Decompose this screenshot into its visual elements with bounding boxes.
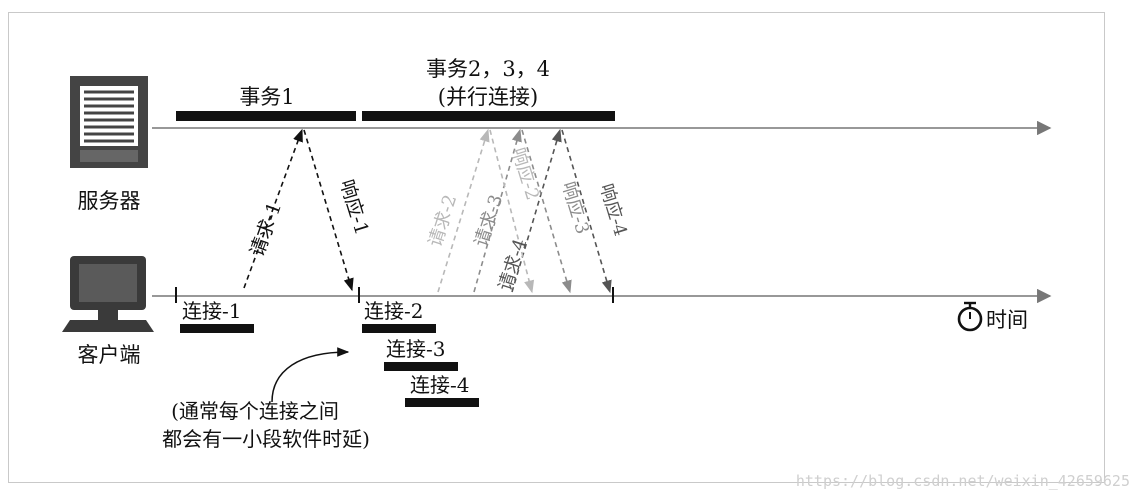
computer-icon [62,256,154,332]
response-3-label: 响应-3 [557,179,593,236]
connection-2-bar [362,324,436,333]
transaction-234-note: (并行连接) [438,85,538,109]
response-1-arrow [303,129,354,292]
server-icon [70,76,148,168]
note-line-2: 都会有一小段软件时延) [162,427,370,451]
transaction-234-label: 事务2，3，4 [426,57,550,81]
transaction-1-bar [176,111,356,121]
note-arrow [271,347,350,403]
stopwatch-icon [957,301,983,332]
server-label: 服务器 [78,189,141,213]
request-3-arrow [473,128,522,293]
response-1-label: 响应-1 [335,177,373,237]
connection-1-label: 连接-1 [182,299,241,323]
response-3-arrow [521,129,572,294]
transaction-234-bar [362,111,615,121]
client-label: 客户端 [78,343,141,367]
transaction-1-label: 事务1 [239,85,294,109]
response-4-arrow [561,129,612,294]
response-2-arrow [489,129,535,294]
connection-3-label: 连接-3 [386,337,445,361]
request-2-arrow [437,128,490,293]
note-line-1: (通常每个连接之间 [171,399,339,423]
request-4-label: 请求-4 [495,236,532,293]
watermark-text: https://blog.csdn.net/weixin_42659625 [796,472,1130,490]
connection-4-bar [405,398,479,407]
request-2-label: 请求-2 [425,192,462,249]
request-1-label: 请求-1 [246,199,286,260]
time-axis-label: 时间 [986,308,1028,332]
connection-2-label: 连接-2 [364,299,423,323]
connection-1-bar [180,324,254,333]
request-1-arrow [243,128,303,289]
response-2-label: 响应-2 [507,145,543,202]
connection-3-bar [384,362,458,371]
request-4-arrow [511,128,562,293]
diagram-frame [8,12,1105,483]
connection-4-label: 连接-4 [410,373,469,397]
request-3-label: 请求-3 [471,192,508,249]
response-4-label: 响应-4 [595,181,631,238]
